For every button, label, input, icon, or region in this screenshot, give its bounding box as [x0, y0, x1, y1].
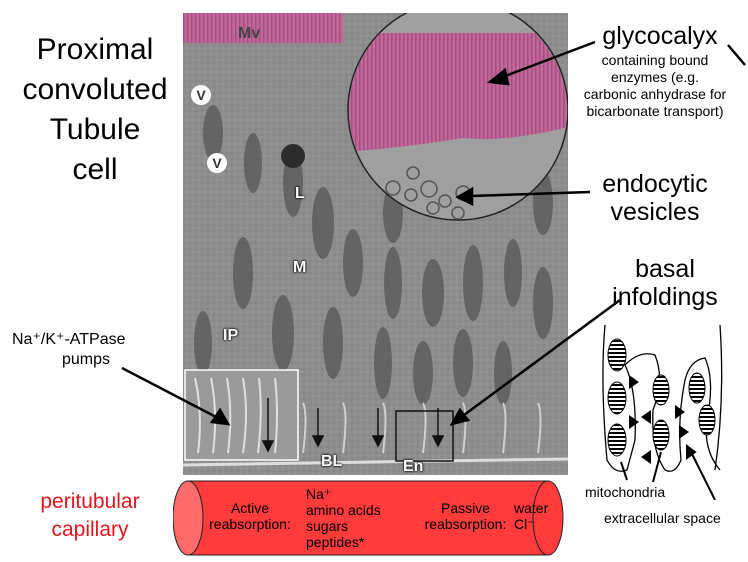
mitochondrion-3: [607, 423, 627, 457]
title-line-2: convoluted: [22, 73, 168, 106]
passive-solute-1: water: [514, 500, 549, 516]
active-line-1: Active: [230, 500, 270, 516]
extracellular-space-label: extracellular space: [604, 510, 721, 526]
mitochondrion-2: [607, 381, 627, 415]
pumps-line-1: Na⁺/K⁺-ATPase: [12, 331, 126, 348]
mitochondrion-1: [607, 338, 627, 372]
passive-line-2: reabsorption:: [424, 516, 507, 532]
mitochondrion-7: [698, 404, 716, 436]
glycocalyx-desc-3: carbonic anhydrase for: [583, 86, 727, 102]
passive-solute-2: Cl⁻: [514, 516, 535, 532]
micrograph-drawing: [183, 13, 568, 475]
glycocalyx-desc-1: containing bound: [601, 52, 709, 68]
mitochondrion-6: [688, 372, 706, 404]
glycocalyx-desc-4: bicarbonate transport): [586, 103, 724, 119]
capillary-label: peritubular capillary: [10, 488, 170, 544]
solute-2: amino acids: [306, 502, 381, 518]
pumps-label: Na⁺/K⁺-ATPase pumps: [12, 330, 182, 370]
endocytic-line-2: vesicles: [610, 198, 700, 226]
basal-line-1: basal: [635, 255, 695, 283]
capillary-label-1: peritubular: [40, 490, 140, 513]
vesicle-label-1: V: [191, 85, 211, 105]
mitochondria-label: M: [293, 259, 307, 276]
pumps-line-2: pumps: [62, 351, 111, 368]
solute-1: Na⁺: [306, 486, 332, 502]
basal-line-2: infoldings: [612, 283, 718, 311]
passive-line-1: Passive: [440, 500, 491, 516]
endothelium-label: En: [403, 458, 424, 475]
endocytic-line-1: endocytic: [602, 170, 708, 198]
active-reabsorption-label: Active reabsorption:: [205, 500, 295, 532]
passive-solutes: water Cl⁻: [514, 500, 548, 532]
title-line-1: Proximal: [36, 33, 154, 66]
basal-infoldings-label: basal infoldings: [590, 255, 740, 311]
capillary-tube: [173, 480, 564, 556]
capillary-label-2: capillary: [51, 518, 129, 541]
basal-infolding-schematic: [602, 324, 723, 500]
title-line-4: cell: [72, 153, 118, 186]
infolding-pumps-label: IP: [223, 327, 239, 344]
lysosome-label: L: [295, 185, 305, 202]
vesicle-label-2: V: [207, 153, 227, 173]
mitochondrion-5: [652, 419, 670, 451]
glycocalyx-description: containing bound enzymes (e.g. carbonic …: [562, 52, 748, 120]
solute-4: peptides*: [306, 534, 365, 550]
microvilli-label: Mv: [238, 25, 261, 42]
glycocalyx-desc-2: enzymes (e.g.: [611, 69, 699, 85]
page-title: Proximal convoluted Tubule cell: [10, 30, 180, 190]
mitochondria-label: mitochondria: [585, 484, 666, 500]
passive-reabsorption-label: Passive reabsorption:: [418, 500, 513, 532]
glycocalyx-title: glycocalyx: [602, 22, 718, 50]
title-line-3: Tubule: [49, 113, 141, 146]
active-solutes: Na⁺ amino acids sugars peptides*: [306, 486, 381, 550]
mitochondrion-4: [652, 374, 670, 406]
basal-lamina-label: BL: [321, 453, 343, 470]
endocytic-vesicles-label: endocytic vesicles: [580, 170, 730, 226]
electron-micrograph: Mv V V L M IP BL En: [183, 13, 568, 475]
active-line-2: reabsorption:: [209, 516, 291, 532]
solute-3: sugars: [306, 518, 349, 534]
